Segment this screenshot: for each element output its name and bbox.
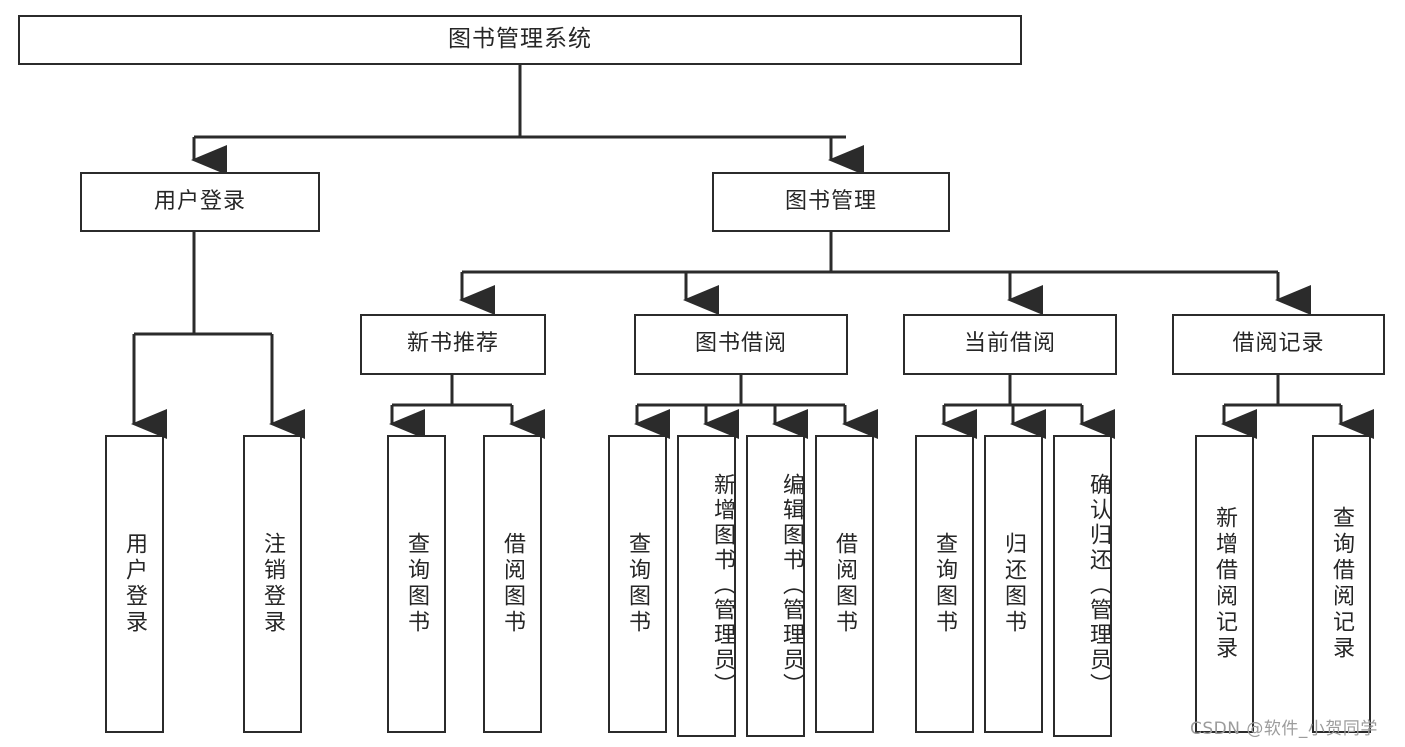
- node-root-system[interactable]: 图书管理系统: [18, 15, 1022, 65]
- node-new-book-recommend[interactable]: 新书推荐: [360, 314, 546, 375]
- leaf-recommend-query-book[interactable]: 查询图书: [387, 435, 446, 733]
- csdn-watermark: CSDN @软件_小贺同学: [1190, 719, 1378, 739]
- leaf-borrow-borrow-book[interactable]: 借阅图书: [815, 435, 874, 733]
- node-current-borrow[interactable]: 当前借阅: [903, 314, 1117, 375]
- node-book-borrow[interactable]: 图书借阅: [634, 314, 848, 375]
- leaf-borrow-edit-book-admin[interactable]: 编辑图书（管理员）: [746, 435, 805, 737]
- leaf-record-add-record[interactable]: 新增借阅记录: [1195, 435, 1254, 733]
- leaf-borrow-query-book[interactable]: 查询图书: [608, 435, 667, 733]
- node-borrow-record[interactable]: 借阅记录: [1172, 314, 1385, 375]
- leaf-current-confirm-return-admin[interactable]: 确认归还（管理员）: [1053, 435, 1112, 737]
- leaf-current-query-book[interactable]: 查询图书: [915, 435, 974, 733]
- leaf-user-login-logout[interactable]: 注销登录: [243, 435, 302, 733]
- leaf-record-query-record[interactable]: 查询借阅记录: [1312, 435, 1371, 733]
- node-user-login[interactable]: 用户登录: [80, 172, 320, 232]
- leaf-recommend-borrow-book[interactable]: 借阅图书: [483, 435, 542, 733]
- leaf-current-return-book[interactable]: 归还图书: [984, 435, 1043, 733]
- leaf-user-login-login[interactable]: 用户登录: [105, 435, 164, 733]
- node-book-management[interactable]: 图书管理: [712, 172, 950, 232]
- leaf-borrow-add-book-admin[interactable]: 新增图书（管理员）: [677, 435, 736, 737]
